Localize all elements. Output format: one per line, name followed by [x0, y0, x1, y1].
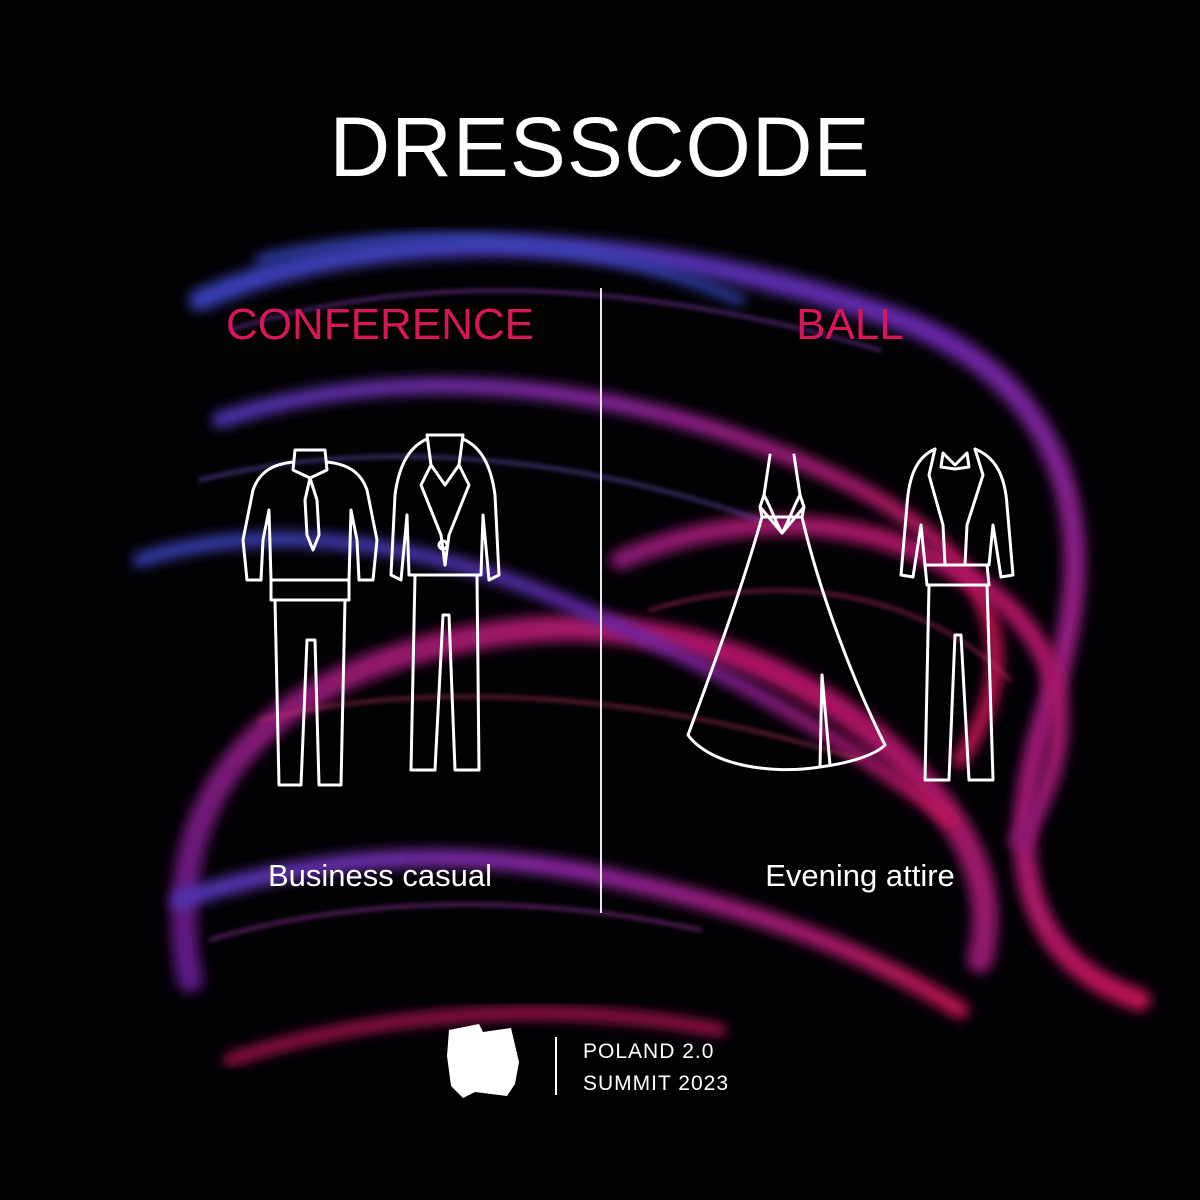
footer-line-2: SUMMIT 2023 — [583, 1072, 729, 1095]
poland-map-logo — [447, 1024, 519, 1098]
ball-caption: Evening attire — [765, 858, 955, 893]
ball-heading: BALL — [796, 300, 904, 349]
conference-heading: CONFERENCE — [225, 300, 535, 349]
evening-gown-icon — [686, 453, 887, 772]
tuxedo-icon — [899, 447, 1015, 782]
page-title: DRESSCODE — [329, 100, 871, 194]
men-suit-icon — [241, 448, 379, 787]
women-suit-icon — [389, 433, 501, 772]
column-divider — [600, 288, 602, 913]
footer-divider — [555, 1037, 557, 1095]
footer-line-1: POLAND 2.0 — [583, 1040, 715, 1063]
conference-caption: Business casual — [267, 858, 492, 893]
